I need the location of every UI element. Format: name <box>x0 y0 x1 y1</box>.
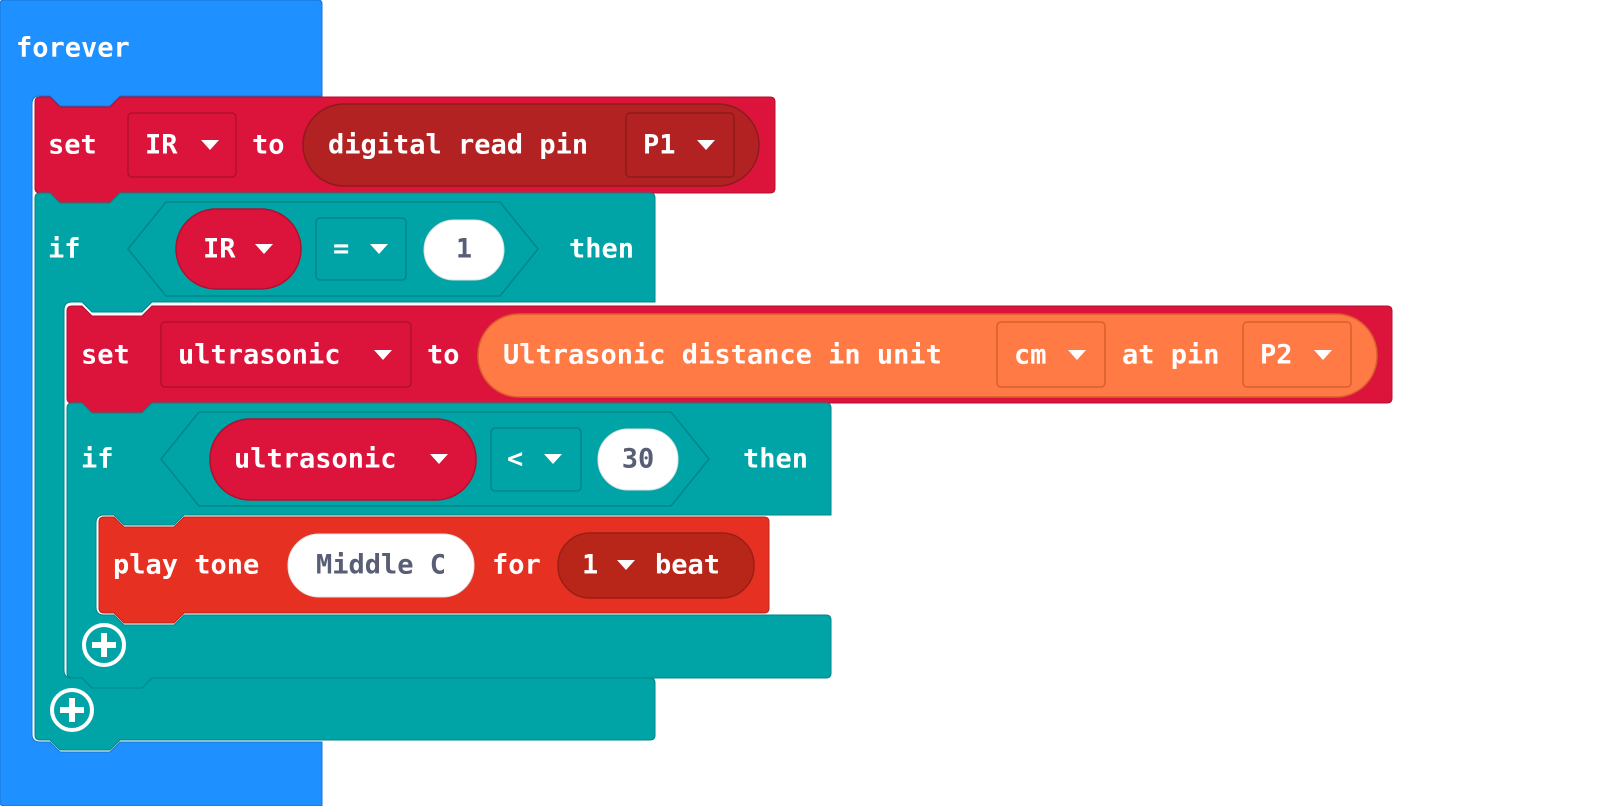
add-else-button-inner[interactable] <box>82 623 126 667</box>
caret-down-icon <box>430 454 448 464</box>
pin-dropdown-p2[interactable]: P2 <box>1242 321 1352 388</box>
comparison-hexagon[interactable]: ultrasonic < 30 <box>160 411 710 507</box>
caret-down-icon <box>697 140 715 150</box>
variable-reporter-label: IR <box>203 234 236 265</box>
variable-dropdown-ultrasonic[interactable]: ultrasonic <box>160 321 412 388</box>
caret-down-icon <box>1068 350 1086 360</box>
add-else-button-outer[interactable] <box>50 688 94 732</box>
comparison-hexagon[interactable]: IR = 1 <box>127 201 539 297</box>
number-input-30[interactable]: 30 <box>597 428 679 491</box>
variable-reporter-ir[interactable]: IR <box>175 208 302 290</box>
set-ir-block[interactable]: set IR to digital read pin P1 <box>34 96 776 204</box>
caret-down-icon <box>201 140 219 150</box>
set-ultrasonic-block[interactable]: set ultrasonic to Ultrasonic distance in… <box>66 305 1393 414</box>
forever-label: forever <box>16 33 130 64</box>
pin-dropdown-p1[interactable]: P1 <box>625 112 735 178</box>
caret-down-icon <box>255 244 273 254</box>
then-keyword: then <box>569 234 634 265</box>
caret-down-icon <box>1314 350 1332 360</box>
unit-dropdown-cm[interactable]: cm <box>996 321 1106 388</box>
operator-dropdown-lt[interactable]: < <box>490 427 582 492</box>
caret-down-icon <box>617 560 635 570</box>
variable-dropdown-label: ultrasonic <box>178 340 341 371</box>
plus-circle-icon <box>60 698 84 722</box>
forever-block[interactable]: forever <box>0 0 323 806</box>
digital-read-pin-label: digital read pin <box>328 130 588 161</box>
ultrasonic-distance-label: Ultrasonic distance in unit <box>503 340 942 371</box>
caret-down-icon <box>374 350 392 360</box>
at-pin-label: at pin <box>1122 340 1220 371</box>
then-keyword: then <box>743 444 808 475</box>
beat-label: beat <box>655 550 720 581</box>
for-keyword: for <box>492 550 541 581</box>
to-keyword: to <box>252 130 285 161</box>
variable-reporter-label: ultrasonic <box>234 444 397 475</box>
note-input-middle-c[interactable]: Middle C <box>287 533 475 598</box>
operator-label: = <box>333 234 349 265</box>
to-keyword: to <box>427 340 460 371</box>
if-ultrasonic-block[interactable]: if ultrasonic < 30 then <box>66 402 832 689</box>
number-input-1[interactable]: 1 <box>423 219 505 281</box>
pin-dropdown-label: P2 <box>1260 340 1293 371</box>
play-tone-block[interactable]: play tone Middle C for 1 beat <box>98 516 770 624</box>
if-keyword: if <box>48 234 81 265</box>
unit-dropdown-label: cm <box>1014 340 1047 371</box>
pin-dropdown-label: P1 <box>643 130 676 161</box>
ultrasonic-distance-reporter[interactable]: Ultrasonic distance in unit cm at pin P2 <box>477 313 1378 398</box>
play-tone-label: play tone <box>113 550 259 581</box>
digital-read-pin-reporter[interactable]: digital read pin P1 <box>302 103 760 187</box>
set-keyword: set <box>81 340 130 371</box>
caret-down-icon <box>544 454 562 464</box>
variable-dropdown-ir[interactable]: IR <box>127 112 237 178</box>
beat-dropdown[interactable]: 1 beat <box>557 532 755 599</box>
operator-label: < <box>507 444 523 475</box>
caret-down-icon <box>370 244 388 254</box>
number-input-value: 30 <box>622 444 655 475</box>
operator-dropdown-eq[interactable]: = <box>315 217 407 281</box>
if-ir-block[interactable]: if IR = 1 then <box>34 192 656 751</box>
note-input-value: Middle C <box>316 550 446 581</box>
variable-dropdown-label: IR <box>145 130 178 161</box>
beat-value: 1 <box>582 550 598 581</box>
if-keyword: if <box>81 444 114 475</box>
variable-reporter-ultrasonic[interactable]: ultrasonic <box>209 418 477 501</box>
plus-circle-icon <box>92 633 116 657</box>
number-input-value: 1 <box>456 234 472 265</box>
set-keyword: set <box>48 130 97 161</box>
